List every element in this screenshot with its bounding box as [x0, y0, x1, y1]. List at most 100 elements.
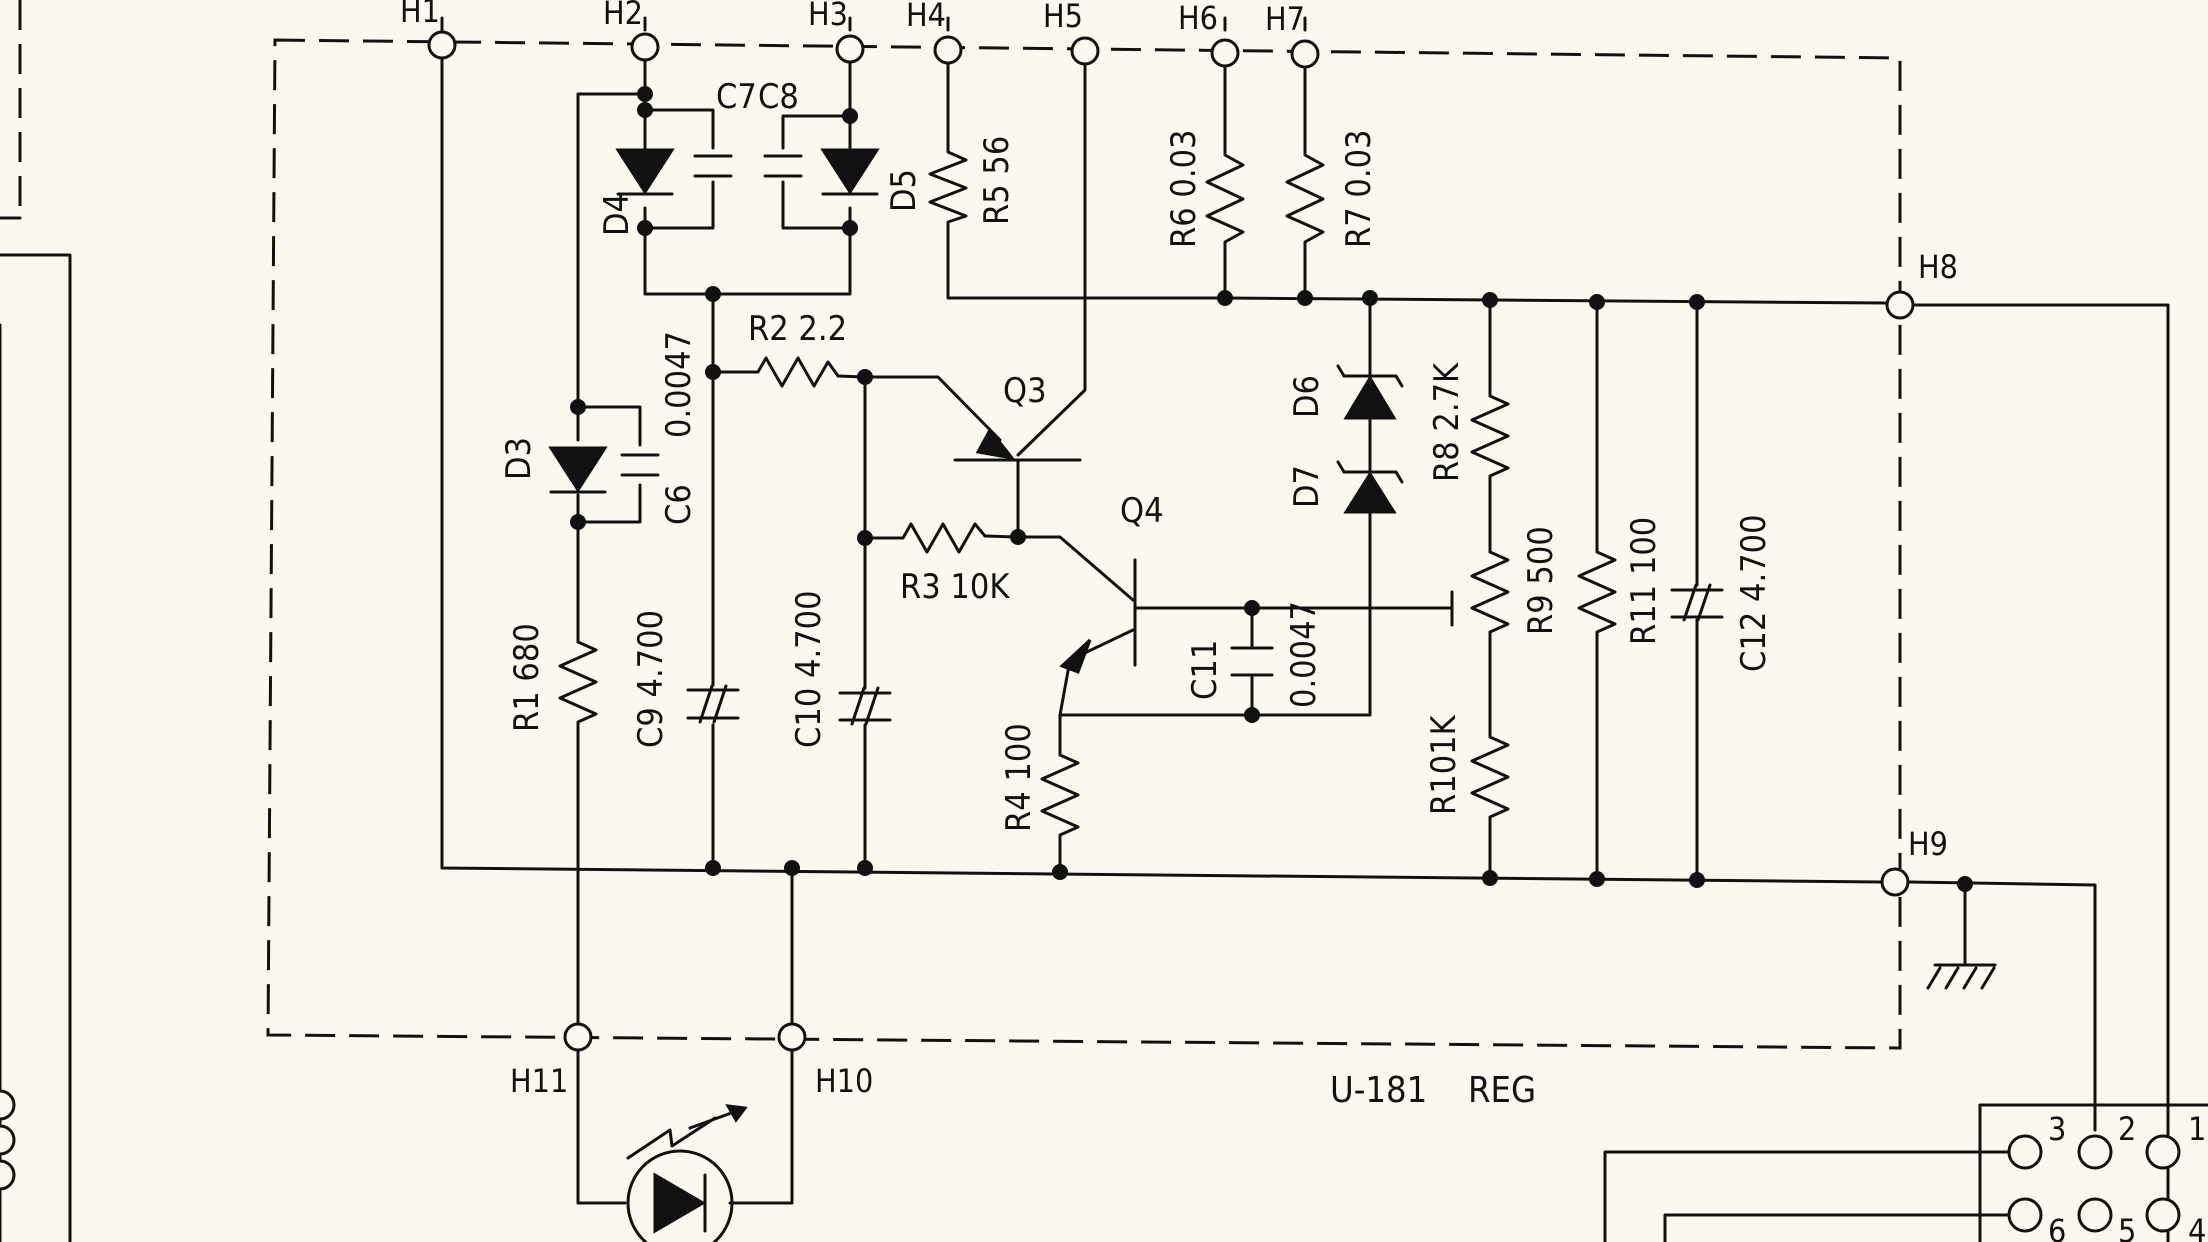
label-r4: R4 100 — [999, 723, 1039, 832]
connector-pin-5 — [2077, 1197, 2113, 1233]
connector-label-1: 1 — [2188, 1110, 2206, 1148]
label-d5: D5 — [884, 169, 924, 212]
resistor-r5 — [928, 138, 968, 227]
label-c9: C9 4.700 — [631, 610, 671, 748]
terminal-h5 — [1070, 36, 1100, 66]
terminal-h1 — [427, 30, 457, 60]
label-h8: H8 — [1918, 248, 1958, 286]
label-q4: Q4 — [1120, 491, 1164, 531]
circuit-wiring — [440, 16, 2208, 1242]
label-c8: C8 — [758, 77, 799, 117]
neighbor-circuit-left — [0, 0, 72, 1242]
component-labels: C7 C8 D4 D5 R5 56 R6 0.03 R7 0.03 R2 2.2… — [499, 77, 1774, 832]
label-c11-value: 0.0047 — [1284, 601, 1324, 708]
connector-pin-3 — [2007, 1134, 2043, 1170]
resistor-r1 — [558, 628, 598, 732]
terminal-h4 — [933, 35, 963, 65]
label-h7: H7 — [1265, 0, 1305, 38]
diode-d5 — [820, 148, 880, 196]
capacitor-c7 — [693, 154, 733, 178]
terminal-h10 — [777, 1022, 807, 1052]
connector-labels: 1 2 3 4 5 6 — [2048, 1110, 2206, 1242]
label-r5: R5 56 — [977, 136, 1017, 225]
capacitor-c6 — [620, 453, 660, 477]
connector-label-3: 3 — [2048, 1110, 2066, 1148]
connector-label-6: 6 — [2048, 1212, 2066, 1242]
label-r10: R101K — [1424, 714, 1464, 815]
label-r1: R1 680 — [507, 623, 547, 732]
resistor-r3 — [893, 522, 987, 554]
board-terminals — [427, 30, 1915, 1052]
transistor-q3 — [975, 427, 1016, 461]
label-h2: H2 — [603, 0, 643, 32]
label-d3: D3 — [499, 437, 539, 480]
connector-pin-2 — [2077, 1134, 2113, 1170]
connector-pin-6 — [2007, 1197, 2043, 1233]
resistor-r10 — [1470, 723, 1510, 827]
terminal-h7 — [1290, 39, 1320, 69]
capacitor-c9 — [686, 684, 740, 724]
label-h4: H4 — [906, 0, 946, 34]
connector-label-4: 4 — [2188, 1212, 2206, 1242]
resistor-r9 — [1470, 538, 1510, 642]
resistor-r6 — [1205, 138, 1245, 252]
board-outline — [266, 38, 1902, 1050]
board-unit-label: U-181 — [1330, 1070, 1427, 1111]
label-r3: R3 10K — [900, 567, 1010, 607]
label-h11: H11 — [510, 1062, 568, 1100]
terminal-h3 — [835, 34, 865, 64]
diode-d3 — [548, 446, 608, 494]
label-h9: H9 — [1908, 825, 1948, 863]
label-r2: R2 2.2 — [748, 309, 847, 349]
label-r11: R11 100 — [1624, 517, 1664, 645]
resistor-r11 — [1577, 538, 1617, 642]
terminal-h6 — [1210, 38, 1240, 68]
label-r7: R7 0.03 — [1339, 129, 1379, 248]
led-indicator — [626, 1104, 748, 1242]
resistor-r7 — [1285, 138, 1325, 252]
label-h10: H10 — [815, 1062, 873, 1100]
board-label: U-181 REG — [1330, 1070, 1536, 1111]
connector-label-5: 5 — [2118, 1212, 2136, 1242]
resistor-r2 — [746, 356, 840, 388]
connector-pin-1 — [2145, 1134, 2181, 1170]
diode-d4 — [615, 148, 675, 196]
capacitor-c10 — [838, 686, 892, 726]
terminal-h11 — [563, 1022, 593, 1052]
label-r6: R6 0.03 — [1164, 129, 1204, 248]
terminal-h2 — [630, 32, 660, 62]
label-d4: D4 — [597, 193, 637, 236]
label-h1: H1 — [400, 0, 440, 30]
terminal-h9 — [1880, 867, 1910, 897]
resistor-r8 — [1470, 383, 1510, 482]
zener-diode-d6 — [1336, 364, 1404, 420]
resistor-r4 — [1040, 743, 1080, 847]
connector-pin-4 — [2145, 1197, 2181, 1233]
label-c11: C11 — [1185, 640, 1225, 700]
label-h5: H5 — [1043, 0, 1083, 35]
label-d7: D7 — [1287, 465, 1327, 508]
label-h3: H3 — [808, 0, 848, 33]
zener-diode-d7 — [1336, 460, 1404, 514]
terminal-labels: H1 H2 H3 H4 H5 H6 H7 H8 H9 H10 H11 — [400, 0, 1958, 1100]
terminal-h8 — [1885, 290, 1915, 320]
connector-label-2: 2 — [2118, 1110, 2136, 1148]
label-c7: C7 — [716, 77, 757, 117]
label-c6: C6 — [659, 484, 699, 525]
label-r9: R9 500 — [1521, 526, 1561, 635]
junction-dots — [570, 86, 1973, 892]
label-h6: H6 — [1178, 0, 1218, 37]
capacitor-c8 — [763, 154, 803, 178]
board-name-label: REG — [1468, 1070, 1536, 1111]
capacitor-c12 — [1670, 583, 1724, 622]
capacitor-c11 — [1230, 646, 1274, 677]
connector-pins — [2007, 1134, 2181, 1233]
label-c6-value: 0.0047 — [659, 331, 699, 438]
transistor-q4 — [1059, 558, 1137, 674]
label-d6: D6 — [1287, 375, 1327, 418]
label-r8: R8 2.7K — [1427, 362, 1467, 482]
label-c12: C12 4.700 — [1734, 514, 1774, 672]
label-q3: Q3 — [1003, 371, 1047, 411]
label-c10: C10 4.700 — [789, 590, 829, 748]
